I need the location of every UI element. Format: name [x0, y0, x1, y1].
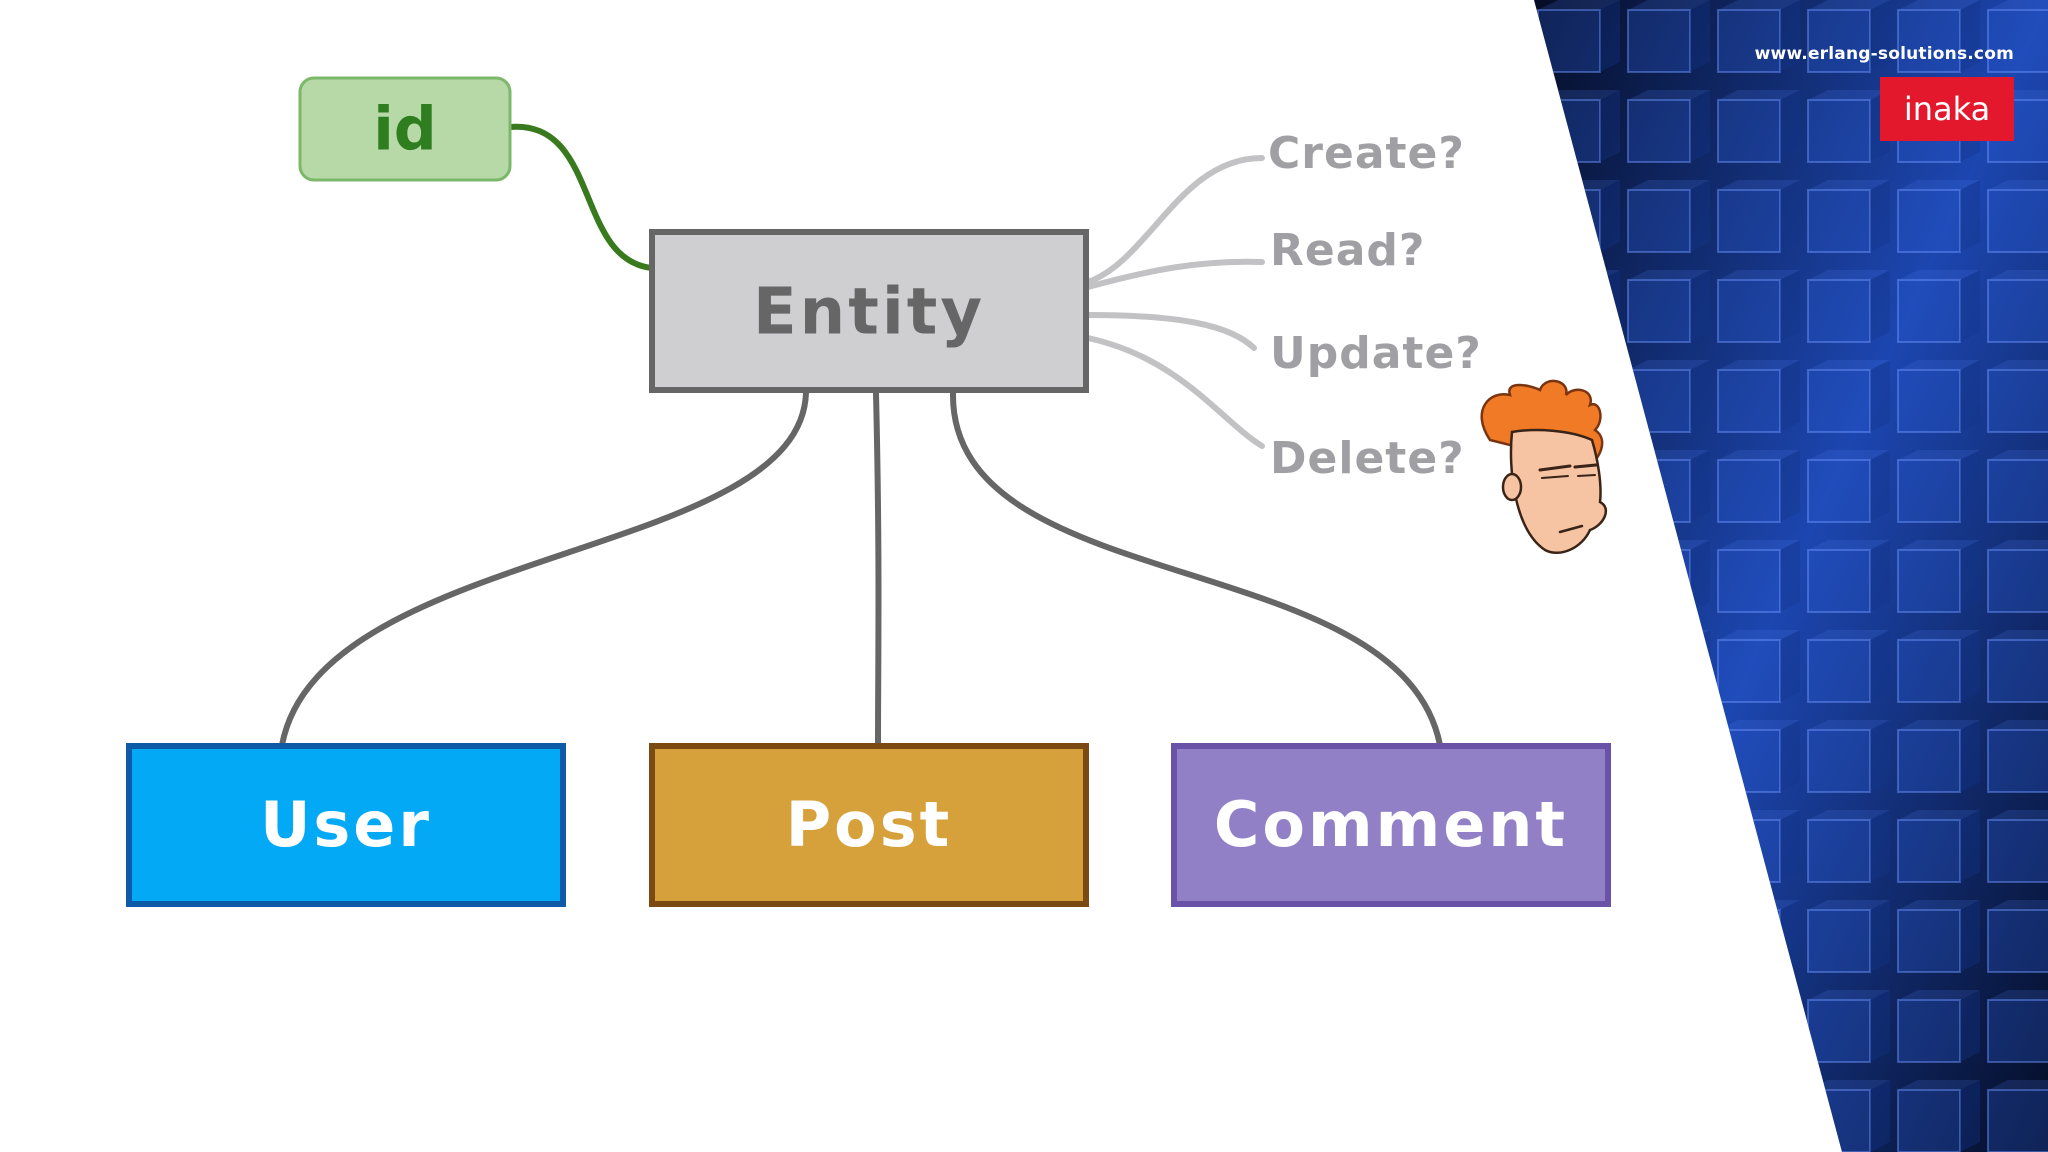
link-user — [279, 390, 809, 748]
link-delete — [1085, 335, 1265, 449]
id-link — [507, 123, 655, 271]
link-create — [1085, 155, 1265, 285]
entity-node: Entity — [649, 229, 1089, 393]
child-comment-label: Comment — [1214, 788, 1568, 861]
operation-read: Read? — [1270, 225, 1425, 276]
site-url: www.erlang-solutions.com — [1754, 44, 2014, 64]
child-post-label: Post — [786, 788, 953, 861]
skeptical-face-icon — [1480, 379, 1608, 555]
operation-labels: Create? Read? Update? Delete? — [1268, 128, 1482, 484]
link-comment — [949, 390, 1443, 748]
id-node: id — [298, 76, 512, 182]
operation-create: Create? — [1268, 128, 1465, 179]
operation-delete: Delete? — [1270, 433, 1465, 484]
child-user: User — [126, 743, 566, 907]
child-user-label: User — [260, 788, 432, 861]
child-post: Post — [649, 743, 1089, 907]
id-node-label: id — [373, 95, 437, 165]
background-panel — [1534, 0, 2048, 1152]
link-post — [873, 390, 882, 748]
operation-links — [1085, 155, 1265, 449]
operation-update: Update? — [1270, 328, 1482, 379]
link-update — [1085, 312, 1257, 351]
child-comment: Comment — [1171, 743, 1611, 907]
entity-node-label: Entity — [753, 276, 985, 350]
link-read — [1085, 258, 1265, 290]
child-links — [279, 390, 1443, 748]
brand-logo: inaka — [1880, 77, 2014, 141]
